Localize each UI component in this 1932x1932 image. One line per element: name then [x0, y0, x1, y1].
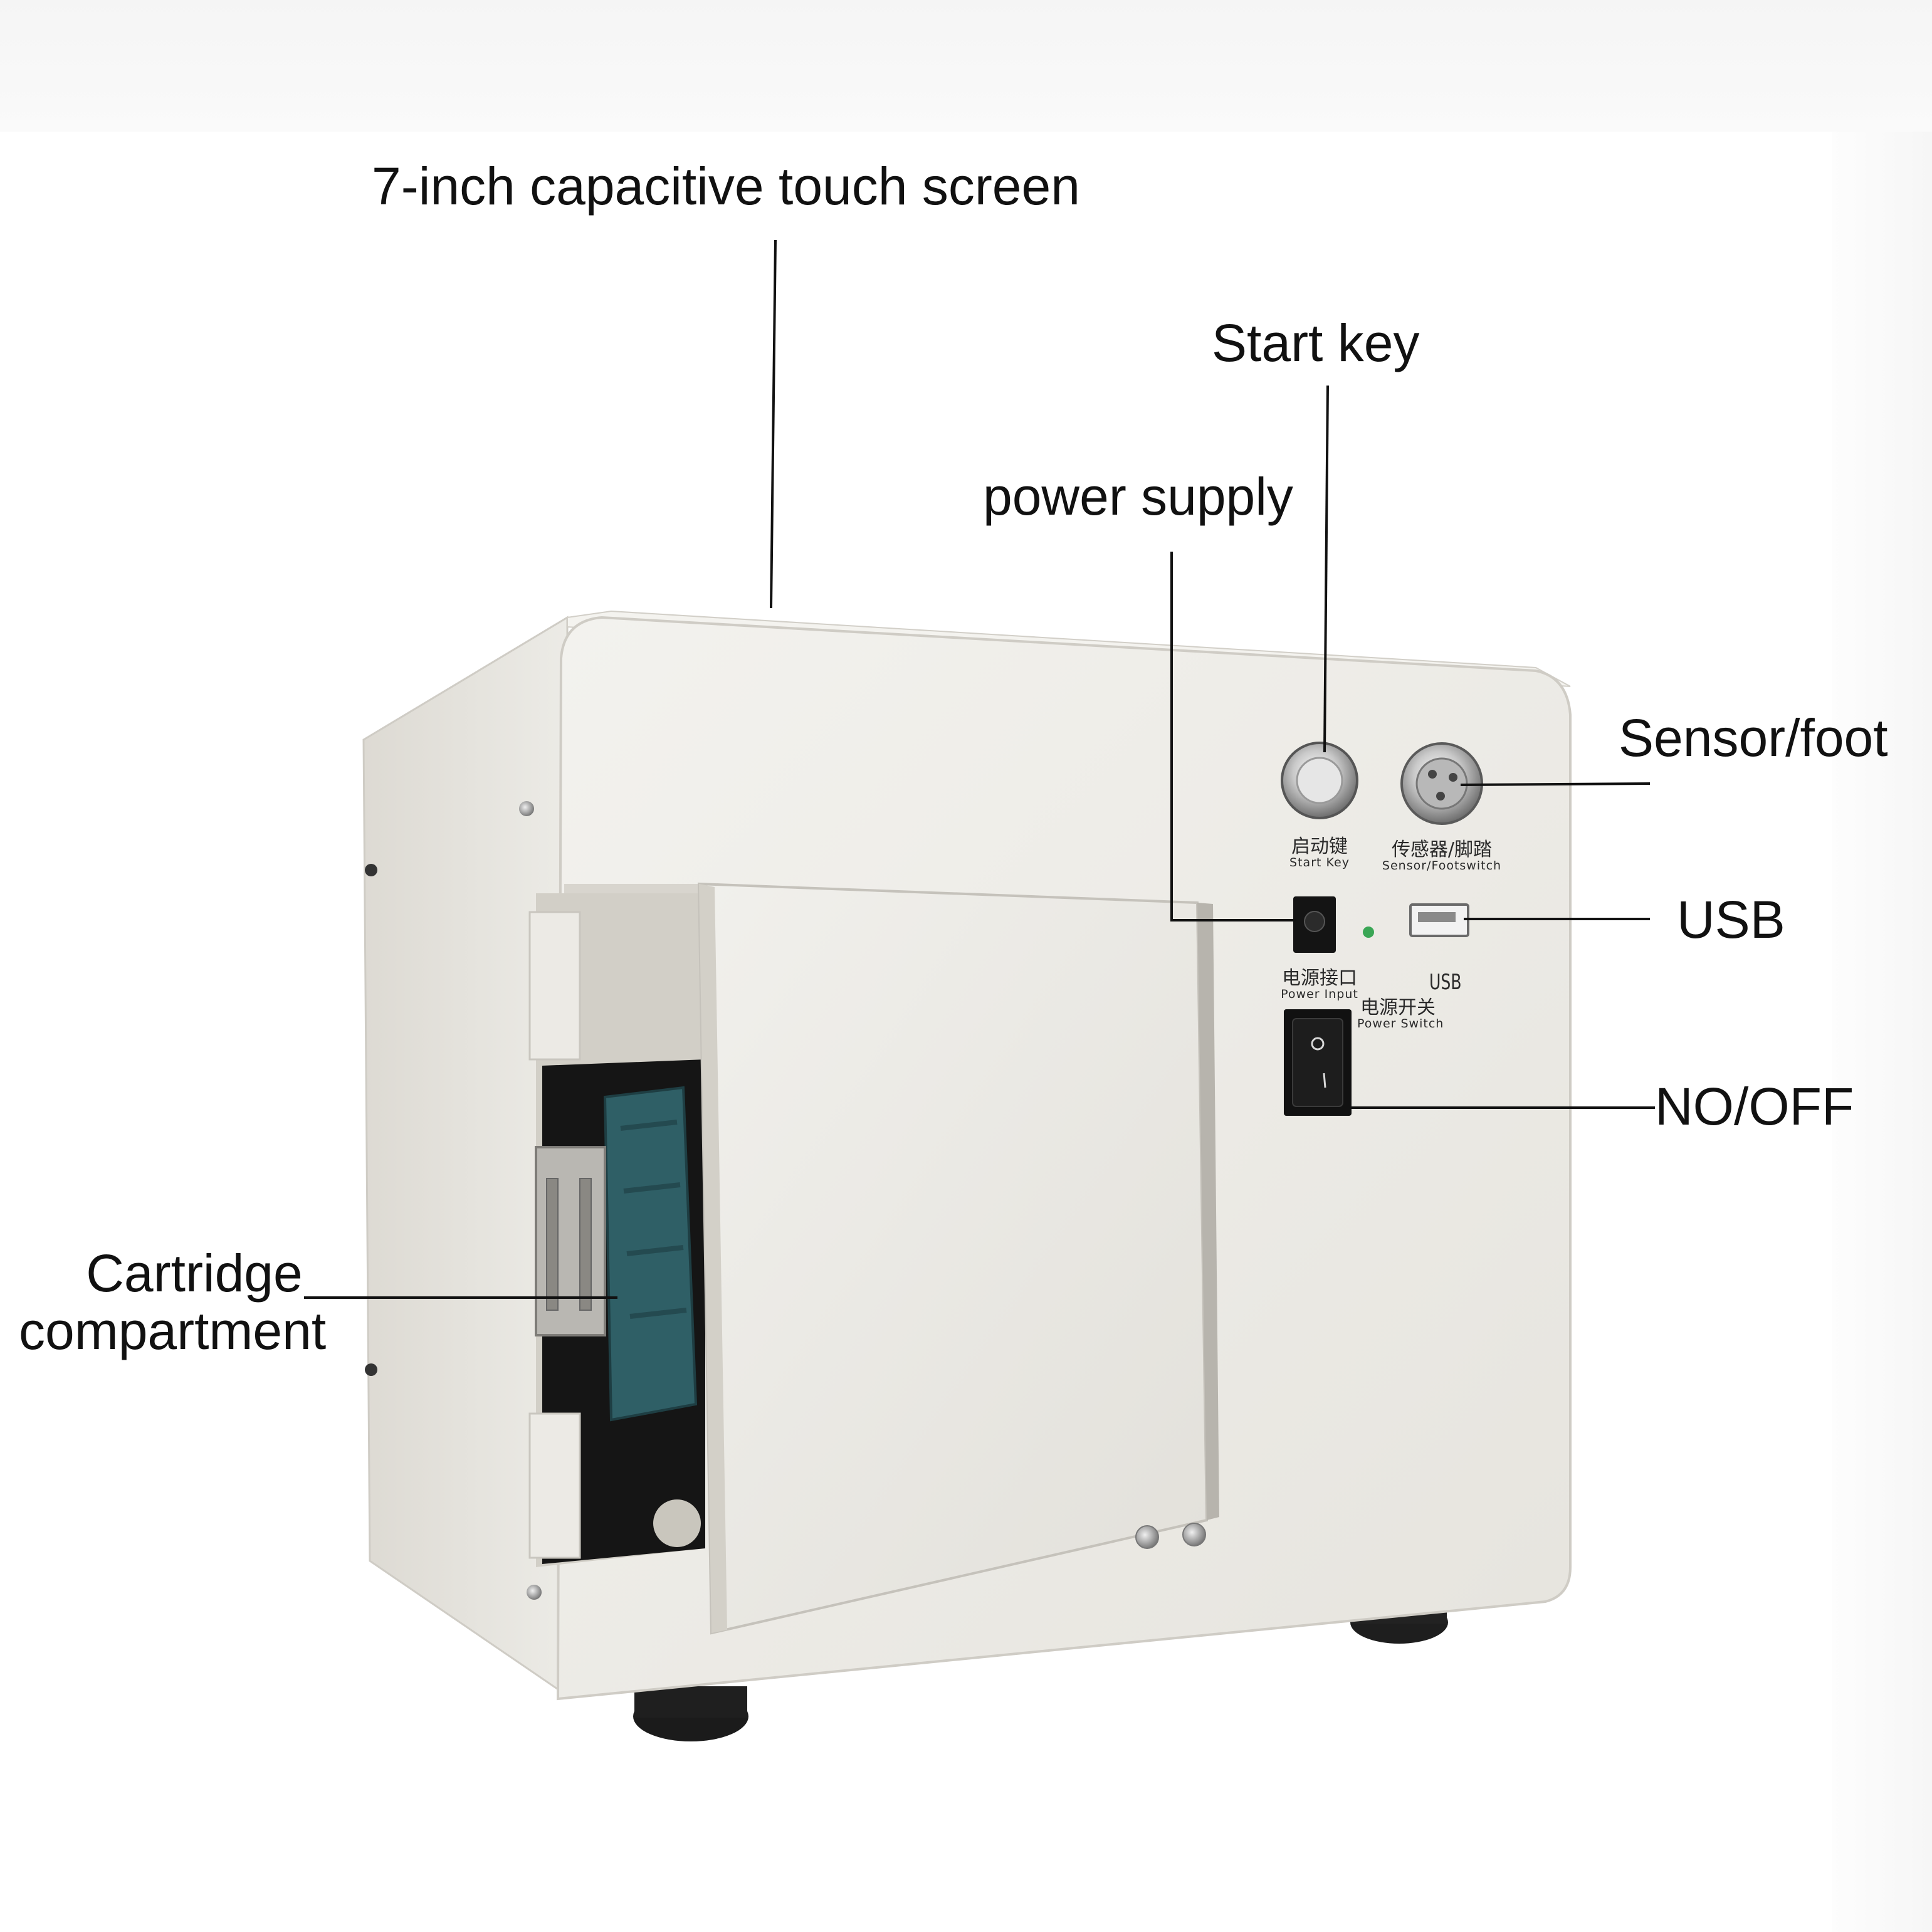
compartment-wall-top [528, 911, 581, 1061]
callout-cartridge-line2: compartment [19, 1301, 327, 1360]
label-power-input-cn: 电源接口 [1282, 967, 1357, 989]
compartment-door [697, 882, 1209, 1635]
power-input-hole [1304, 911, 1325, 932]
sensor-pin-3 [1436, 792, 1445, 801]
screw-side-2 [365, 864, 377, 876]
callout-power-supply: power supply [983, 467, 1293, 526]
label-power-switch-cn: 电源开关 [1360, 997, 1436, 1019]
label-power-switch: 电源开关 Power Switch [1357, 997, 1444, 1031]
label-start-key-en: Start Key [1289, 855, 1350, 869]
label-sensor: 传感器/脚踏 Sensor/Footswitch [1379, 840, 1504, 872]
screw-side-4 [527, 1585, 542, 1600]
screw-side-1 [519, 801, 534, 816]
callout-sensor-foot: Sensor/foot [1619, 708, 1888, 767]
cartridge-body [603, 1086, 698, 1422]
compartment-knob [653, 1499, 701, 1547]
callout-cartridge: Cartridge compartment [19, 1244, 345, 1360]
start-key-cap [1296, 757, 1343, 804]
background-right-band [1832, 132, 1932, 1932]
callout-usb: USB [1677, 890, 1785, 949]
label-usb: USB [1429, 970, 1462, 995]
label-power-input-en: Power Input [1281, 987, 1358, 1001]
switch-off-symbol [1311, 1037, 1325, 1051]
callout-cartridge-line1: Cartridge [86, 1244, 303, 1303]
background-top-band [0, 0, 1932, 132]
sensor-connector-inner [1415, 757, 1468, 810]
label-power-input: 电源接口 Power Input [1279, 969, 1360, 1000]
label-start-key-cn: 启动键 [1291, 836, 1348, 858]
screw-side-3 [365, 1363, 377, 1376]
label-sensor-cn: 传感器/脚踏 [1391, 839, 1493, 861]
leader-power-supply [1170, 552, 1296, 921]
label-power-switch-en: Power Switch [1357, 1016, 1444, 1031]
power-switch-rocker [1292, 1018, 1343, 1107]
sensor-pin-1 [1428, 770, 1437, 779]
switch-on-symbol [1323, 1073, 1326, 1088]
leader-sensor [1460, 782, 1651, 786]
clamp-slot-1 [546, 1178, 559, 1311]
screw-door-1 [1135, 1525, 1159, 1549]
callout-start-key: Start key [1212, 313, 1420, 372]
leader-start-key [1323, 385, 1329, 753]
label-start-key: 启动键 Start Key [1273, 837, 1367, 869]
sensor-pin-2 [1449, 773, 1457, 782]
status-led [1363, 927, 1374, 938]
door-gap [1197, 903, 1219, 1520]
leader-touch-screen [770, 239, 777, 609]
callout-touch-screen: 7-inch capacitive touch screen [372, 157, 1080, 216]
cartridge-ridges [620, 1120, 687, 1319]
usb-port-tongue [1418, 912, 1456, 922]
compartment-wall-bottom [528, 1412, 581, 1559]
door-edge [699, 884, 727, 1633]
callout-on-off: NO/OFF [1655, 1077, 1854, 1136]
screw-door-2 [1182, 1523, 1206, 1546]
front-foot-body [634, 1686, 747, 1718]
clamp-slot-2 [579, 1178, 592, 1311]
label-sensor-en: Sensor/Footswitch [1382, 858, 1502, 873]
